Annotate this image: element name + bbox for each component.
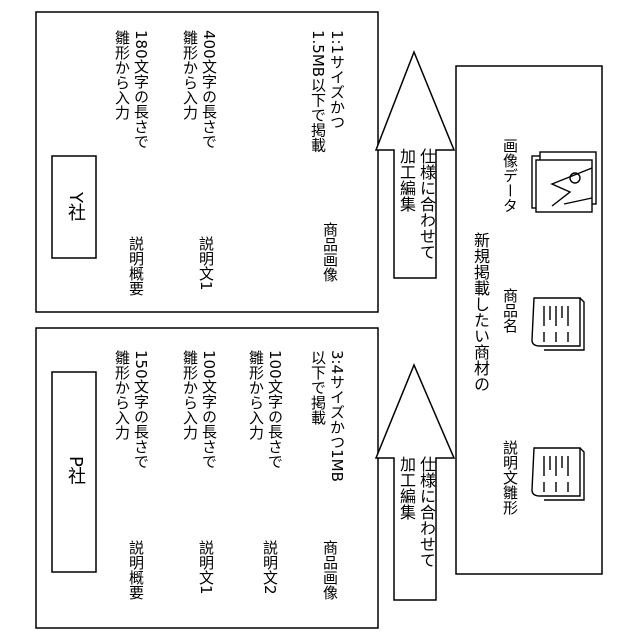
source-item-template-label: 説明文雛形 xyxy=(500,440,519,515)
y-row-desc1-line1: 400文字の長さで xyxy=(199,30,218,149)
y-row-desc1-value: 400文字の長さで 雛形から入力 xyxy=(180,30,218,149)
arrow-to-p-label: 仕様に合わせて 加工編集 xyxy=(396,456,436,568)
p-row-desc2-line2: 雛形から入力 xyxy=(246,350,265,469)
y-row-summary-line2: 雛形から入力 xyxy=(112,30,131,149)
arrow-to-p-line1: 仕様に合わせて xyxy=(416,456,436,568)
p-row-desc2-value: 100文字の長さで 雛形から入力 xyxy=(246,350,284,469)
y-row-summary-value: 180文字の長さで 雛形から入力 xyxy=(112,30,150,149)
p-row-summary-value: 150文字の長さで 雛形から入力 xyxy=(112,350,150,469)
source-item-product-name-label: 商品名 xyxy=(500,288,519,333)
y-row-summary-label: 説明概要 xyxy=(126,236,145,296)
product-name-doc-icon xyxy=(532,298,584,350)
p-row-desc1-line1: 100文字の長さで xyxy=(199,350,218,469)
p-row-summary-label: 説明概要 xyxy=(126,540,145,600)
y-row-image-line2: 1.5MB以下で掲載 xyxy=(308,30,327,152)
y-company-name: Y社 xyxy=(64,192,86,221)
y-row-image-label: 商品画像 xyxy=(320,222,339,282)
p-row-summary-line2: 雛形から入力 xyxy=(112,350,131,469)
p-row-desc1-line2: 雛形から入力 xyxy=(180,350,199,469)
arrow-to-y-line2: 加工編集 xyxy=(396,148,416,260)
p-row-desc2-line1: 100文字の長さで xyxy=(265,350,284,469)
p-row-desc1-label: 説明文1 xyxy=(196,540,215,595)
arrow-to-y-label: 仕様に合わせて 加工編集 xyxy=(396,148,436,260)
y-row-image-value: 1:1サイズかつ 1.5MB以下で掲載 xyxy=(308,30,346,152)
source-title: 新規掲載したい商材の xyxy=(470,232,490,392)
source-item-image-label: 画像データ xyxy=(500,138,519,213)
p-row-image-label: 商品画像 xyxy=(320,540,339,600)
p-company-name: P社 xyxy=(64,456,86,485)
p-row-summary-line1: 150文字の長さで xyxy=(131,350,150,469)
arrow-to-p-line2: 加工編集 xyxy=(396,456,416,568)
template-doc-icon xyxy=(532,448,584,500)
y-row-summary-line1: 180文字の長さで xyxy=(131,30,150,149)
p-row-image-line1: 3:4サイズかつ1MB xyxy=(327,350,346,482)
image-icon xyxy=(532,152,596,212)
p-row-desc1-value: 100文字の長さで 雛形から入力 xyxy=(180,350,218,469)
y-row-desc1-label: 説明文1 xyxy=(196,236,215,291)
p-row-image-value: 3:4サイズかつ1MB 以下で掲載 xyxy=(308,350,346,482)
y-row-image-line1: 1:1サイズかつ xyxy=(327,30,346,152)
arrow-to-y-line1: 仕様に合わせて xyxy=(416,148,436,260)
y-row-desc1-line2: 雛形から入力 xyxy=(180,30,199,149)
p-row-desc2-label: 説明文2 xyxy=(260,540,279,595)
p-row-image-line2: 以下で掲載 xyxy=(308,350,327,482)
